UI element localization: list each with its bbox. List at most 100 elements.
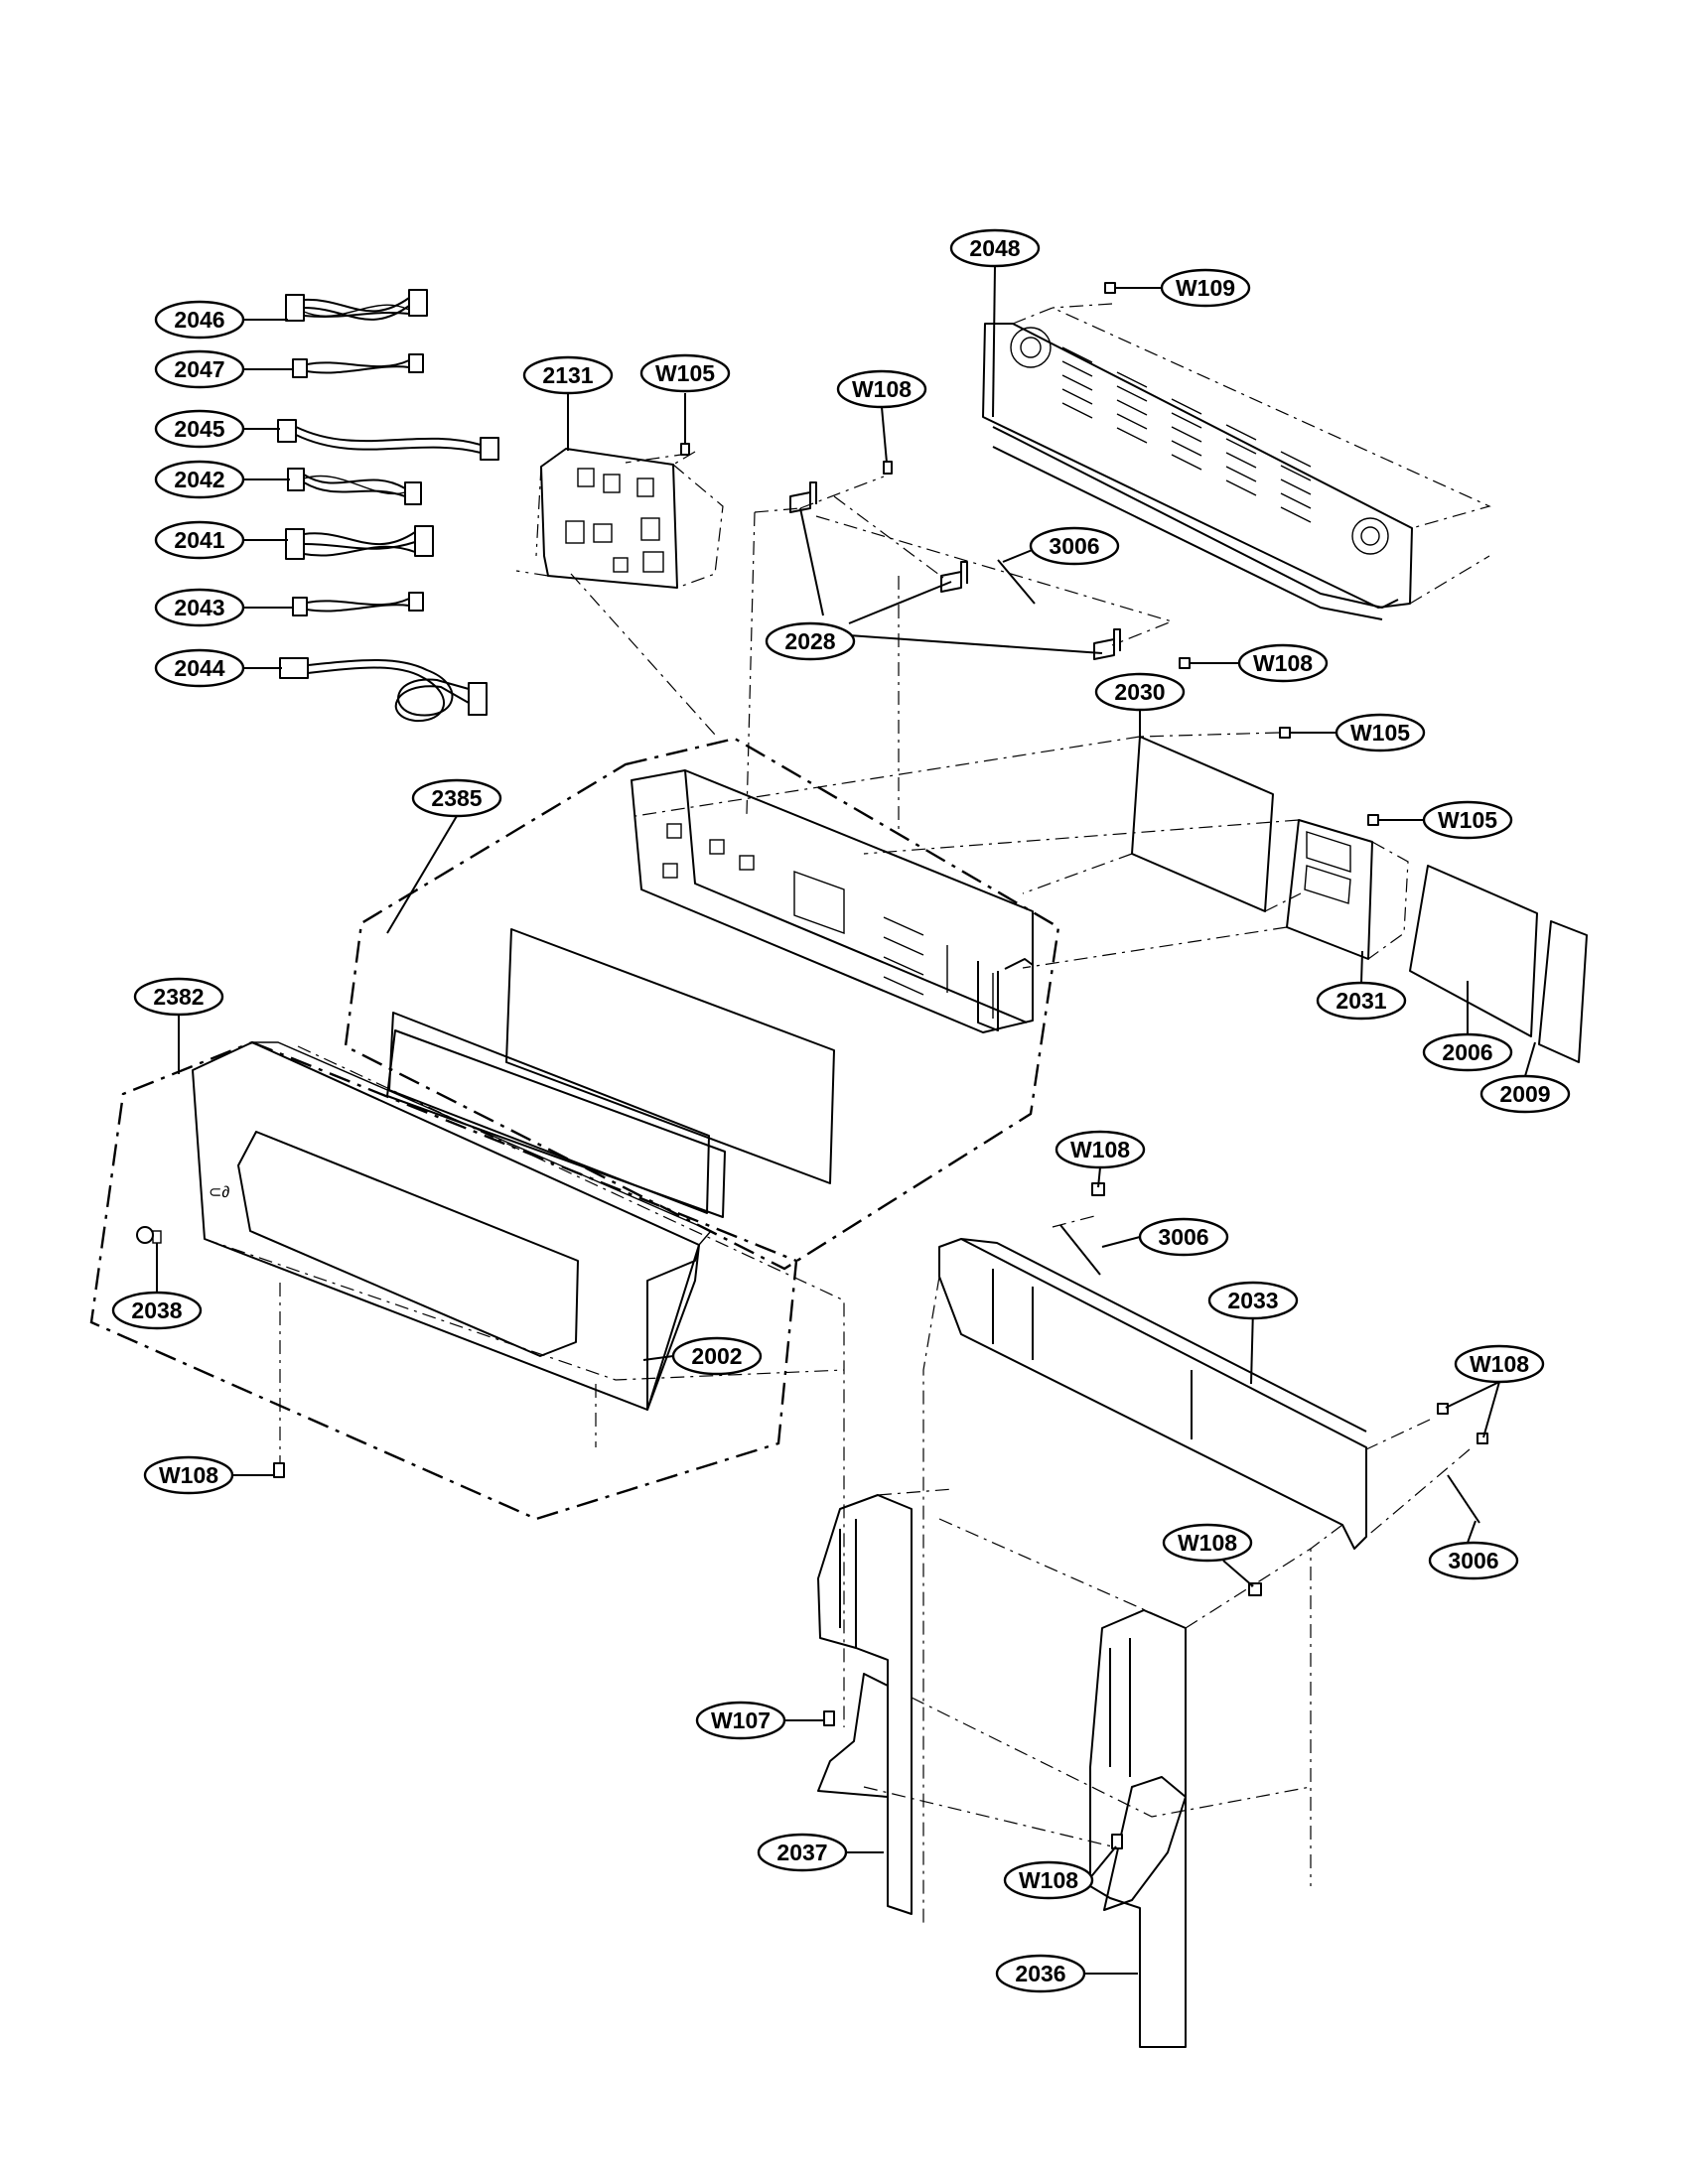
callout-2038: 2038: [111, 1291, 203, 1330]
film-2009: [1538, 920, 1588, 1063]
callout-w108-left: W108: [143, 1455, 234, 1495]
assembly-outline-2382: [89, 1040, 798, 1521]
callout-2028: 2028: [765, 621, 856, 661]
svg-text:2038: 2038: [131, 1297, 182, 1323]
callout-3006-right: 3006: [1428, 1541, 1519, 1580]
callout-2030: 2030: [1094, 672, 1186, 712]
callout-2043: 2043: [154, 588, 245, 627]
insulation-2006: [1409, 865, 1538, 1037]
svg-text:W105: W105: [655, 360, 715, 386]
svg-text:2031: 2031: [1336, 988, 1386, 1014]
pin-3006-mid: [1059, 1224, 1101, 1276]
svg-text:2037: 2037: [776, 1840, 827, 1865]
callout-2044: 2044: [154, 648, 245, 688]
svg-text:2002: 2002: [691, 1343, 742, 1369]
wire-harness-2045: [277, 419, 499, 461]
screw-w108-top: [883, 461, 893, 475]
callout-w107: W107: [695, 1701, 786, 1740]
svg-text:2042: 2042: [174, 467, 224, 492]
display-module-2031: [1286, 819, 1373, 960]
screw-w108-right-b: [1477, 1433, 1488, 1444]
svg-text:W108: W108: [1070, 1137, 1130, 1162]
callout-2382: 2382: [133, 977, 224, 1017]
svg-text:2036: 2036: [1015, 1961, 1065, 1986]
end-cap-2036: [1089, 1609, 1187, 2048]
callout-2131: 2131: [522, 355, 614, 395]
control-board-2030: [1131, 736, 1274, 912]
screw-w108-bottom: [1111, 1834, 1123, 1849]
svg-text:2045: 2045: [174, 416, 224, 442]
screw-w108-left: [273, 1462, 285, 1478]
svg-text:W105: W105: [1438, 807, 1497, 833]
callout-2045: 2045: [154, 409, 245, 449]
screw-w105-mid: [1279, 727, 1291, 739]
svg-text:2030: 2030: [1114, 679, 1165, 705]
grille-cover-2048: [982, 323, 1413, 620]
callout-3006-top: 3006: [1029, 526, 1120, 566]
callout-w108-mid: W108: [1237, 643, 1329, 683]
svg-text:W107: W107: [711, 1707, 771, 1733]
callout-2048: 2048: [949, 228, 1041, 268]
control-panel-frame: [631, 769, 1034, 1033]
display-bezel: [386, 928, 835, 1218]
end-cap-2037: [817, 1494, 913, 1915]
svg-text:2006: 2006: [1442, 1039, 1492, 1065]
svg-text:2033: 2033: [1227, 1288, 1278, 1313]
svg-text:2046: 2046: [174, 307, 224, 333]
pin-3006-right: [1447, 1474, 1480, 1524]
svg-text:2385: 2385: [431, 785, 482, 811]
side-panel-2033: [938, 1238, 1367, 1550]
brand-logo: ⊂∂: [209, 1184, 229, 1201]
svg-text:2382: 2382: [153, 984, 204, 1010]
callout-2042: 2042: [154, 460, 245, 499]
control-board-2131: [540, 448, 678, 589]
display-window: [388, 1012, 710, 1214]
screw-w108-right-a: [1437, 1403, 1449, 1415]
callout-2041: 2041: [154, 520, 245, 560]
callout-w105-right: W105: [1422, 800, 1513, 840]
callout-3006-mid: 3006: [1138, 1217, 1229, 1257]
svg-text:W108: W108: [1019, 1867, 1078, 1893]
assembly-outline-2385: [344, 737, 1060, 1271]
svg-text:2028: 2028: [784, 628, 835, 654]
callout-w108-top: W108: [836, 369, 927, 409]
callout-w108-right: W108: [1454, 1344, 1545, 1384]
callout-w105-top: W105: [639, 353, 731, 393]
wire-harness-2042: [287, 468, 422, 505]
svg-text:W108: W108: [1470, 1351, 1529, 1377]
callout-w105-mid: W105: [1335, 713, 1426, 752]
callout-2047: 2047: [154, 349, 245, 389]
wire-harness-2043: [292, 592, 424, 616]
svg-text:2043: 2043: [174, 595, 224, 620]
callout-2033: 2033: [1207, 1281, 1299, 1320]
callout-w109: W109: [1160, 268, 1251, 308]
knob-2038: [136, 1226, 162, 1244]
wire-harness-2041: [285, 525, 434, 560]
pin-3006-top: [997, 559, 1036, 605]
screw-w108-mid: [1179, 657, 1191, 669]
svg-text:2048: 2048: [969, 235, 1020, 261]
callout-w108-center: W108: [1055, 1130, 1146, 1169]
callout-2036: 2036: [995, 1954, 1086, 1993]
screw-w109: [1104, 282, 1116, 294]
screw-w107: [823, 1710, 835, 1726]
callout-2006: 2006: [1422, 1032, 1513, 1072]
callout-2031: 2031: [1316, 981, 1407, 1021]
svg-text:2009: 2009: [1499, 1081, 1550, 1107]
wire-harness-2046: [285, 289, 428, 322]
callout-2385: 2385: [411, 778, 502, 818]
svg-text:2044: 2044: [174, 655, 224, 681]
callout-w108-bottom: W108: [1003, 1860, 1094, 1900]
screw-w105-right: [1367, 814, 1379, 826]
svg-text:3006: 3006: [1448, 1548, 1498, 1573]
callout-2002: 2002: [671, 1336, 763, 1376]
callout-2009: 2009: [1479, 1074, 1571, 1114]
svg-text:3006: 3006: [1049, 533, 1099, 559]
svg-text:W108: W108: [1178, 1530, 1237, 1556]
svg-text:W109: W109: [1176, 275, 1235, 301]
svg-text:W108: W108: [852, 376, 912, 402]
leader-lines: [156, 265, 1536, 1975]
svg-text:3006: 3006: [1158, 1224, 1208, 1250]
callout-2037: 2037: [757, 1833, 848, 1872]
